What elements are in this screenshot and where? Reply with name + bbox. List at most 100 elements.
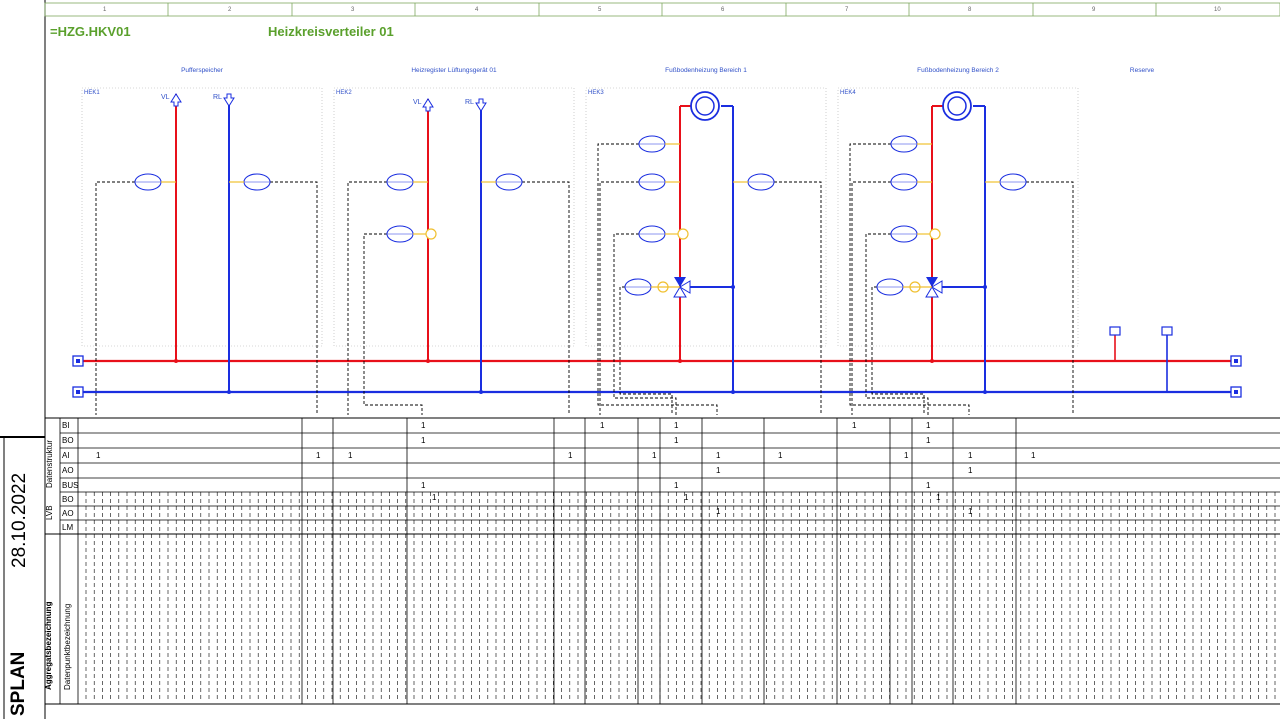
table-value: 1 [936, 493, 941, 502]
end-cap-icon [1109, 326, 1121, 336]
table-value: 1 [968, 466, 973, 475]
three-way-valve-icon [926, 277, 938, 287]
column-ruler [44, 2, 1280, 17]
table-value: 1 [926, 436, 931, 445]
table-value: 1 [432, 493, 437, 502]
signal-line [347, 181, 387, 415]
row-label: BUS [62, 481, 79, 490]
end-cap-icon [76, 390, 80, 394]
ruler-num: 10 [1214, 7, 1221, 13]
group-lvb: LVB [45, 505, 54, 520]
circulation-pump-icon [947, 96, 967, 116]
signal-line [619, 286, 673, 415]
table-value: 1 [968, 451, 973, 460]
ruler-num: 2 [228, 7, 232, 13]
signal-line [363, 233, 423, 415]
table-value: 1 [348, 451, 353, 460]
flow-meter-icon [929, 228, 941, 240]
hek1-frame [81, 87, 323, 347]
row-label: AO [62, 466, 74, 475]
signal-line [270, 181, 318, 415]
end-cap-icon [1234, 359, 1238, 363]
vent-arrow-icon [422, 98, 434, 112]
signal-line [849, 143, 970, 415]
table-value: 1 [926, 481, 931, 490]
signal-line [597, 143, 718, 415]
junction-dot [426, 359, 430, 363]
table-value: 1 [674, 421, 679, 430]
vent-arrow-icon [223, 93, 235, 107]
ruler-num: 5 [598, 7, 602, 13]
ruler-num: 9 [1092, 7, 1096, 13]
hek-label: HEK2 [336, 90, 352, 96]
hek2-frame [333, 87, 575, 347]
end-cap-icon [1234, 390, 1238, 394]
hek-label: HEK4 [840, 90, 856, 96]
flow-meter-icon [677, 228, 689, 240]
signal-line [613, 233, 677, 415]
junction-dot [983, 285, 987, 289]
signal-line [774, 181, 822, 415]
group-datenstruktur: Datenstruktur [45, 439, 54, 488]
table-value: 1 [652, 451, 657, 460]
vl-label: VL [161, 94, 170, 101]
table-value: 1 [568, 451, 573, 460]
hek-label: HEK3 [588, 90, 604, 96]
table-value: 1 [674, 481, 679, 490]
row-label: BI [62, 421, 70, 430]
table-value: 1 [1031, 451, 1036, 460]
table-value: 1 [316, 451, 321, 460]
ruler-num: 3 [351, 7, 355, 13]
signal-line [95, 181, 135, 415]
junction-dot [227, 390, 231, 394]
table-value: 1 [674, 436, 679, 445]
group-aggregat: Aggregatsbezeichnung [44, 601, 53, 690]
table-value: 1 [96, 451, 101, 460]
table-value: 1 [716, 466, 721, 475]
row-label: AI [62, 451, 70, 460]
table-value: 1 [684, 493, 689, 502]
ruler-num: 1 [103, 7, 107, 13]
table-value: 1 [778, 451, 783, 460]
junction-dot [678, 359, 682, 363]
table-value: 1 [421, 481, 426, 490]
section-title-heizregister: Heizregister Lüftungsgerät 01 [411, 67, 497, 74]
row-label: LM [62, 523, 74, 532]
table-value: 1 [968, 507, 973, 516]
signal-line [865, 233, 929, 415]
section-title-pufferspeicher: Pufferspeicher [181, 67, 223, 74]
table-value: 1 [926, 421, 931, 430]
signal-line [522, 181, 570, 415]
three-way-valve-icon [674, 277, 686, 287]
three-way-valve-icon [673, 286, 687, 298]
table-value: 1 [904, 451, 909, 460]
junction-dot [930, 359, 934, 363]
junction-dot [731, 390, 735, 394]
vent-arrow-icon [475, 98, 487, 112]
end-cap-icon [76, 359, 80, 363]
vent-arrow-icon [170, 93, 182, 107]
signal-line [1026, 181, 1074, 415]
three-way-valve-icon [679, 280, 691, 294]
ruler-num: 8 [968, 7, 972, 13]
plan-date: 28.10.2022 [9, 472, 30, 568]
section-title-fbh1: Fußbodenheizung Bereich 1 [665, 67, 747, 74]
plan-label: SPLAN [8, 651, 29, 716]
signal-line [871, 286, 925, 415]
three-way-valve-icon [925, 286, 939, 298]
junction-dot [983, 390, 987, 394]
row-label: BO [62, 495, 74, 504]
signal-line [851, 181, 891, 415]
end-cap-icon [1161, 326, 1173, 336]
table-value: 1 [852, 421, 857, 430]
junction-dot [731, 285, 735, 289]
circulation-pump-icon [695, 96, 715, 116]
hek3-frame [585, 87, 827, 347]
rl-label: RL [213, 94, 222, 101]
hek4-frame [837, 87, 1079, 347]
vl-label: VL [413, 99, 422, 106]
ruler-num: 4 [475, 7, 479, 13]
section-title-reserve: Reserve [1129, 67, 1155, 74]
table-value: 1 [716, 451, 721, 460]
